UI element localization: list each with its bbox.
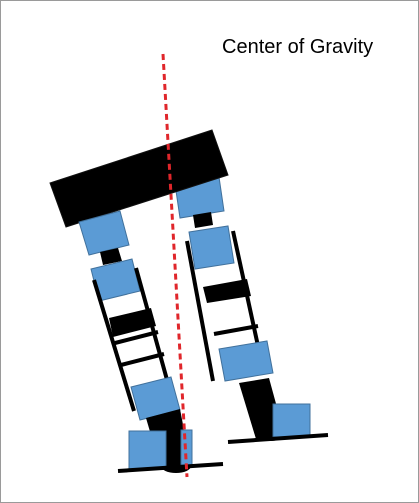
right-lower-segment: [218, 340, 274, 382]
right-leg-rail-left: [185, 240, 215, 382]
left-hip-block: [78, 210, 130, 256]
right-upper-segment: [188, 225, 235, 270]
gravity-line: [161, 53, 189, 478]
right-crossbar-1: [213, 324, 259, 336]
left-knee-block: [109, 308, 156, 337]
right-foot: [227, 403, 329, 444]
left-hip-joint: [100, 248, 122, 265]
right-foot-ground-line: [227, 433, 329, 444]
left-crossbar-2: [120, 352, 165, 367]
right-leg: [174, 176, 285, 441]
diagram-title: Center of Gravity: [222, 36, 374, 58]
left-foot: [117, 429, 224, 473]
right-foot-pad: [272, 403, 311, 438]
right-knee-block: [203, 279, 251, 303]
left-leg-rail-right: [134, 267, 171, 388]
right-hip-joint: [193, 212, 213, 228]
left-foot-pad: [128, 430, 167, 470]
torso-block: [49, 129, 229, 228]
left-leg-rail-left: [92, 279, 136, 412]
left-foot-ground-line: [117, 462, 224, 473]
left-leg: [78, 210, 191, 473]
left-crossbar-1: [114, 330, 159, 345]
